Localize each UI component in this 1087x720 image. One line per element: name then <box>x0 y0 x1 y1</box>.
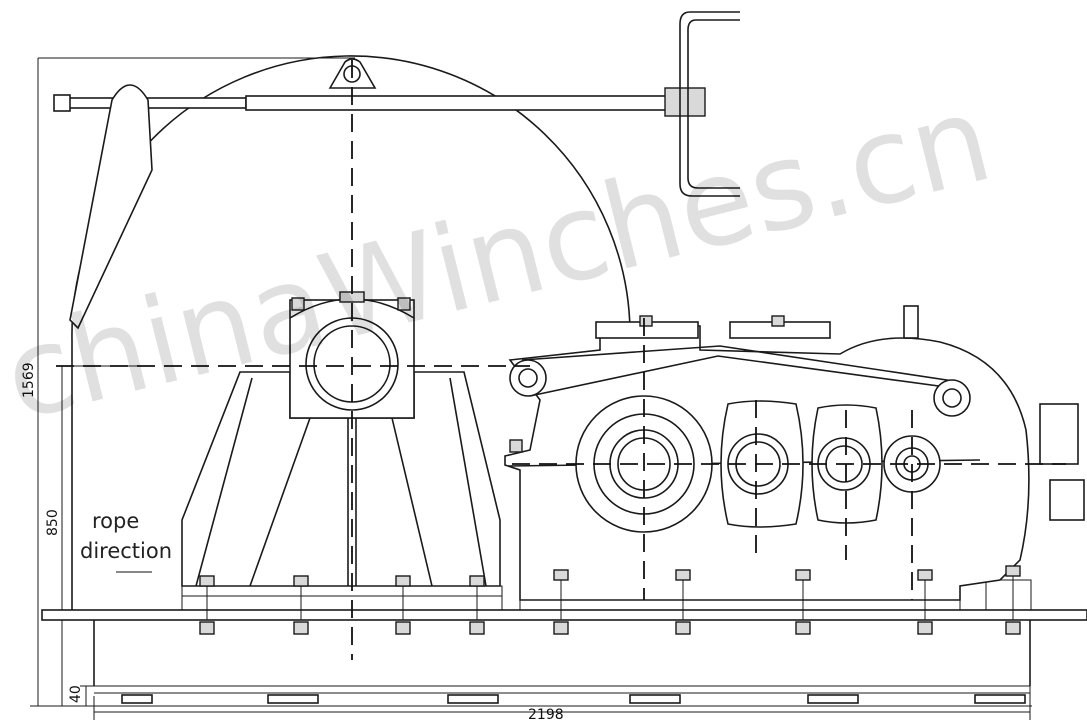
bolt <box>1005 565 1021 635</box>
overall-length-dimension: 2198 <box>528 707 564 720</box>
bolt <box>293 575 309 635</box>
bolt <box>291 297 305 311</box>
bolt <box>639 315 653 327</box>
rope-direction-label-line2: direction <box>80 539 172 563</box>
bolt <box>795 569 811 635</box>
gearbox <box>504 305 1085 601</box>
bearing-pedestal <box>181 291 501 587</box>
bolt <box>553 569 569 635</box>
axis-height-dimension: 850 <box>45 509 61 536</box>
base-height-dimension: 40 <box>68 685 84 703</box>
bolt <box>199 575 215 635</box>
bolt <box>395 575 411 635</box>
bolt <box>917 569 933 635</box>
anchor-bolts <box>199 297 1021 635</box>
bolt <box>469 575 485 635</box>
bolt <box>675 569 691 635</box>
overall-height-dimension: 1569 <box>21 362 37 398</box>
rope-direction-label-line1: rope <box>92 509 139 533</box>
center-lines <box>56 60 1066 660</box>
bolt <box>771 315 785 327</box>
bolt <box>509 439 523 453</box>
bolt <box>397 297 411 311</box>
